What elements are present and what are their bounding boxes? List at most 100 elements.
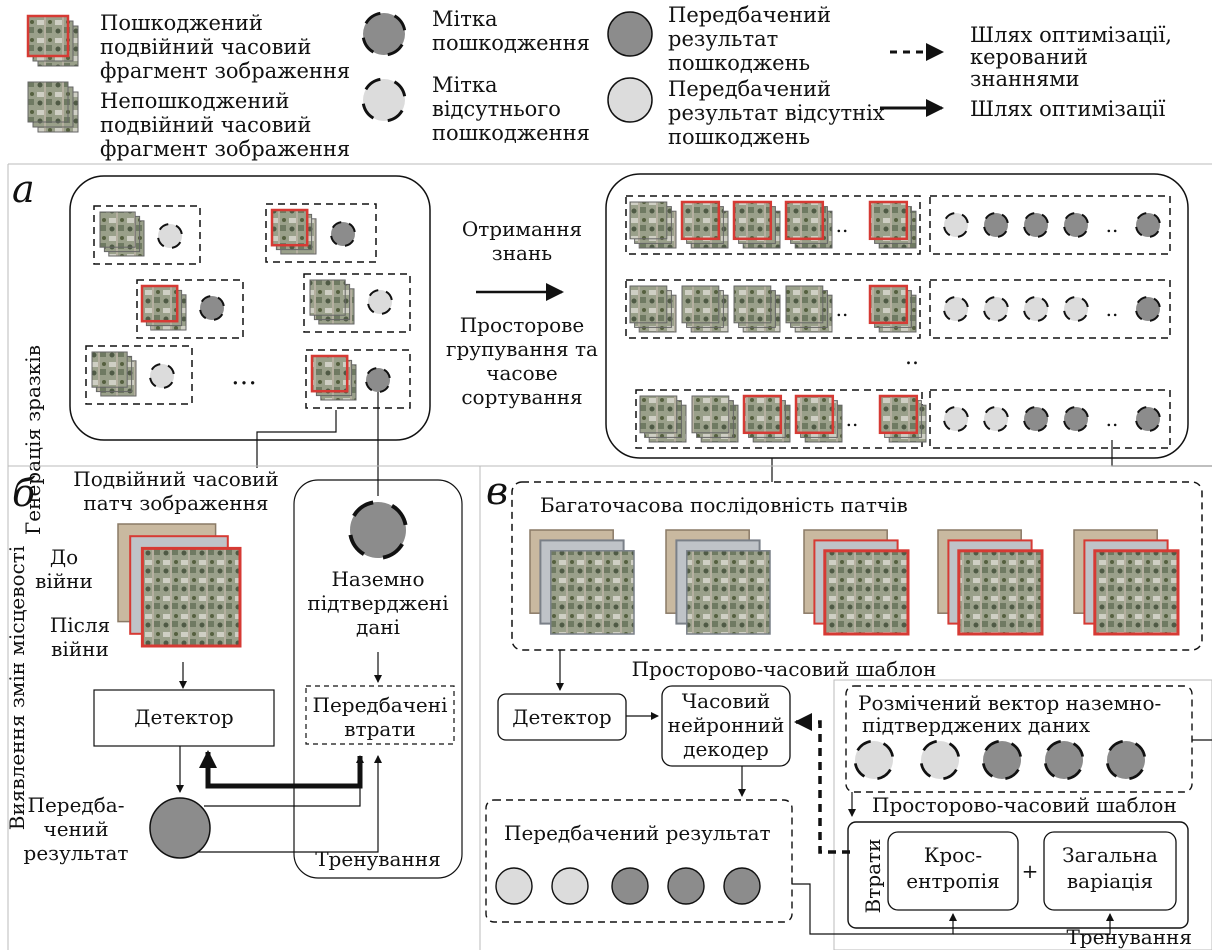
label-ring [1135, 406, 1161, 432]
more-samples-ellipsis: … [231, 361, 257, 391]
ground-truth-text-1: Наземно [331, 567, 424, 591]
legend-knowledge-path-2: керований [970, 45, 1088, 69]
result-to-ce-line [792, 883, 957, 935]
panel-b-letter: б [12, 471, 36, 515]
sample-pairs: … [85, 203, 411, 409]
legend-pred-damage-1: Передбачений [668, 3, 831, 27]
damage-label [1023, 405, 1049, 432]
predicted-label-1: Передба- [28, 793, 125, 817]
knowledge-guided-backprop-arrow [794, 713, 850, 854]
decoder-label-3: декодер [683, 737, 769, 761]
label-ring [983, 212, 1009, 238]
patch-layer [310, 354, 349, 393]
legend-undamaged-line3: фрагмент зображення [100, 137, 350, 161]
no-damage-label [983, 406, 1009, 432]
label-fill [363, 79, 405, 121]
grouping-label-1: Просторове [460, 313, 585, 337]
patch-layer [681, 285, 720, 324]
label-sequence-box [929, 389, 1171, 449]
pred-result-5 [723, 867, 761, 905]
legend-pred-damage-2: результат [668, 27, 778, 51]
predicted-loss-1: Передбачені [313, 693, 448, 717]
label-sequence-box [929, 279, 1171, 339]
patch-title-1: Подвійний часовий [73, 467, 278, 491]
label-dots: .. [1106, 407, 1119, 431]
label-ring [983, 296, 1009, 322]
patch-layer [99, 211, 136, 248]
total-variation-box [1043, 831, 1177, 911]
detector-box-b [93, 689, 275, 747]
gt-connector-line [1111, 440, 1212, 467]
undamaged-patch [785, 285, 833, 333]
patch-connector-line [256, 410, 337, 468]
label-fill [944, 407, 968, 431]
sequence-rows: ............ [625, 195, 1171, 449]
sequence-row: .... [625, 279, 1171, 339]
label-ring [361, 77, 407, 123]
undamaged-patch [691, 395, 739, 443]
damaged-patch [878, 394, 927, 443]
pred-result-3 [611, 867, 649, 905]
label-ring [199, 295, 225, 321]
label-fill [150, 364, 174, 388]
total-variation-1: Загальна [1062, 843, 1158, 867]
result-to-tv-line [953, 913, 1114, 935]
label-fill [1107, 741, 1145, 779]
after-label-2: війни [51, 637, 109, 661]
legend-knowledge-path-3: знаннями [970, 67, 1080, 91]
patch-layer [26, 14, 70, 58]
damage-label [1063, 212, 1089, 238]
damage-label [199, 295, 225, 321]
damaged-patch [732, 200, 781, 249]
after-image [957, 549, 1044, 636]
label-ring [348, 500, 408, 560]
patch-sequence-box [625, 195, 921, 255]
damaged-patch [270, 208, 317, 255]
training-label-c: Тренування [1066, 925, 1192, 949]
sequence-dots: .. [836, 213, 849, 237]
sample-pair-box [265, 203, 377, 263]
undamaged-patch [91, 351, 137, 397]
training-label-b: Тренування [315, 847, 441, 871]
damaged-patch [140, 284, 187, 331]
legend-knowledge-path-1: Шлях оптимізації, [970, 23, 1172, 47]
patch-layer [639, 395, 678, 434]
cross-entropy-1: Крос- [924, 843, 982, 867]
sequence-title: Багаточасова послідовність патчів [540, 493, 908, 517]
grouping-label-2: групування та [446, 337, 598, 361]
predicted-result-box-c [485, 799, 793, 923]
knowledge-label-1: Отримання [462, 217, 582, 241]
losses-label: Втрати [861, 839, 885, 914]
temporal-decoder-box [661, 685, 791, 767]
legend-pred-damage-3: пошкоджень [668, 51, 810, 75]
patch-layer [868, 200, 909, 241]
label-fill [1136, 297, 1160, 321]
label-ring [1135, 212, 1161, 238]
no-damage-label [943, 212, 969, 238]
legend-opt-path: Шлях оптимізації [970, 97, 1166, 121]
detector-box-c [497, 693, 627, 741]
undamaged-patch [681, 285, 729, 333]
loss-backprop-arrow [199, 750, 363, 789]
label-fill [855, 741, 893, 779]
label-fill [944, 213, 968, 237]
gt-vector-label-1: Розмічений вектор наземно- [858, 691, 1161, 715]
patch-layer [27, 81, 69, 123]
patch-layer [878, 394, 919, 435]
label-ring [1063, 296, 1089, 322]
no-damage-label [157, 223, 183, 249]
plus-sign: + [1022, 859, 1039, 883]
grouping-label-3: часове [486, 361, 557, 385]
patch-layer [733, 285, 772, 324]
legend: Пошкоджений подвійний часовий фрагмент з… [26, 3, 1172, 161]
panel-a: а Генерація зразків … Отримання з [7, 163, 1212, 950]
legend-pred-nodamage-1: Передбачений [668, 77, 831, 101]
sequence-row: .... [635, 389, 1171, 449]
label-fill [984, 213, 1008, 237]
no-damage-label [1023, 295, 1049, 322]
patch-layer [91, 351, 128, 388]
patch-title-2: патч зображення [83, 491, 268, 515]
label-fill [921, 741, 959, 779]
label-ring [1135, 296, 1161, 322]
label-fill [331, 222, 355, 246]
